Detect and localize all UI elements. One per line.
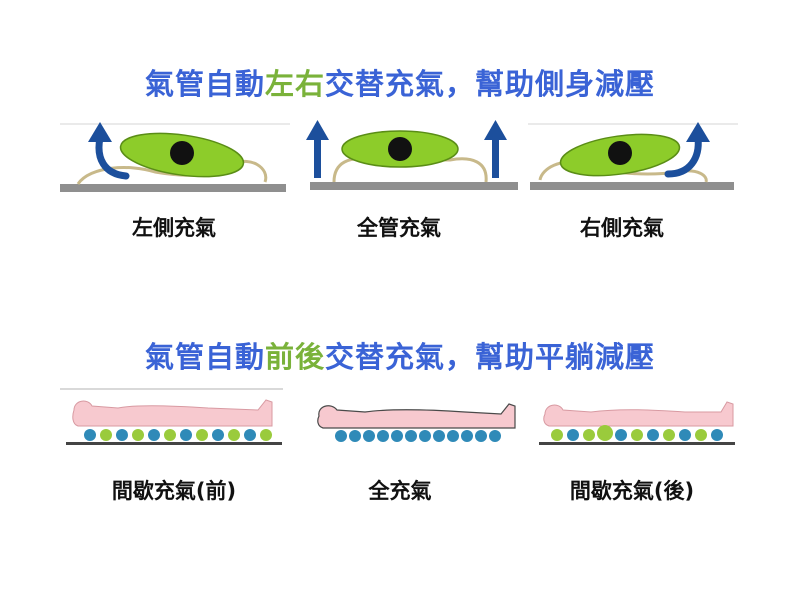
air-cell-row xyxy=(551,425,723,441)
air-cell xyxy=(419,430,431,442)
air-cell xyxy=(695,429,707,441)
air-cell xyxy=(377,430,389,442)
air-cell-row xyxy=(335,430,501,442)
panel-full-inflation xyxy=(300,118,520,198)
section-title-lateral: 氣管自動左右交替充氣，幫助側身減壓 xyxy=(0,61,800,103)
title-highlight: 前後 xyxy=(265,340,325,374)
air-cell xyxy=(148,429,160,441)
lying-body xyxy=(318,404,515,428)
lying-body xyxy=(544,402,733,426)
right-inflation-illustration xyxy=(528,118,738,198)
air-cell xyxy=(335,430,347,442)
intermittent-front-illustration xyxy=(58,386,288,450)
air-cell xyxy=(447,430,459,442)
title-part: 交替充氣，幫助側身減壓 xyxy=(325,67,655,101)
air-cell xyxy=(567,429,579,441)
body-center-dot xyxy=(170,141,194,165)
all-inflation-illustration xyxy=(305,386,520,450)
mattress-base xyxy=(310,182,518,190)
air-cell xyxy=(433,430,445,442)
air-cell xyxy=(475,430,487,442)
air-cell xyxy=(363,430,375,442)
arrow-head-icon xyxy=(484,120,507,140)
panel-intermittent-back xyxy=(535,386,740,450)
air-cell xyxy=(405,430,417,442)
caption-full-inflation: 全管充氣 xyxy=(357,212,441,242)
lying-body xyxy=(73,400,272,426)
section-title-longitudinal: 氣管自動前後交替充氣，幫助平躺減壓 xyxy=(0,334,800,376)
air-cell xyxy=(132,429,144,441)
up-arrow-icon xyxy=(314,136,321,178)
mattress-base xyxy=(60,184,286,192)
mattress-base xyxy=(530,182,734,190)
panel-all-inflation xyxy=(305,386,520,450)
air-cell xyxy=(349,430,361,442)
up-arrow-icon xyxy=(492,136,499,178)
air-cell xyxy=(663,429,675,441)
air-cell xyxy=(244,429,256,441)
panel-right-inflation xyxy=(528,118,738,198)
caption-left-inflation: 左側充氣 xyxy=(132,212,216,242)
air-cell xyxy=(583,429,595,441)
caption-all-inflation: 全充氣 xyxy=(369,475,432,505)
title-part: 交替充氣，幫助平躺減壓 xyxy=(325,340,655,374)
intermittent-back-illustration xyxy=(535,386,740,450)
air-cell xyxy=(489,430,501,442)
arrow-head-icon xyxy=(306,120,329,140)
air-cell xyxy=(116,429,128,441)
air-cell xyxy=(100,429,112,441)
body-center-dot xyxy=(388,137,412,161)
air-cell xyxy=(647,429,659,441)
air-cell xyxy=(228,429,240,441)
caption-right-inflation: 右側充氣 xyxy=(580,212,664,242)
air-cell xyxy=(260,429,272,441)
bed-base-line xyxy=(66,442,282,445)
air-cell-row xyxy=(84,429,272,441)
air-cell xyxy=(551,429,563,441)
air-cell xyxy=(196,429,208,441)
full-inflation-illustration xyxy=(300,118,520,198)
title-part: 氣管自動 xyxy=(145,340,265,374)
title-highlight: 左右 xyxy=(265,67,325,101)
left-inflation-illustration xyxy=(60,118,290,198)
panel-left-inflation xyxy=(60,118,290,198)
air-cell xyxy=(391,430,403,442)
panel-intermittent-front xyxy=(58,386,288,450)
air-cell xyxy=(615,429,627,441)
air-cell xyxy=(212,429,224,441)
bed-base-line xyxy=(539,442,735,445)
body-center-dot xyxy=(608,141,632,165)
air-cell xyxy=(180,429,192,441)
caption-intermittent-back: 間歇充氣(後) xyxy=(570,475,694,505)
air-cell xyxy=(461,430,473,442)
air-cell xyxy=(711,429,723,441)
air-cell xyxy=(631,429,643,441)
title-part: 氣管自動 xyxy=(145,67,265,101)
air-cell xyxy=(679,429,691,441)
air-cell xyxy=(597,425,613,441)
caption-intermittent-front: 間歇充氣(前) xyxy=(112,475,236,505)
air-cell xyxy=(84,429,96,441)
air-cell xyxy=(164,429,176,441)
